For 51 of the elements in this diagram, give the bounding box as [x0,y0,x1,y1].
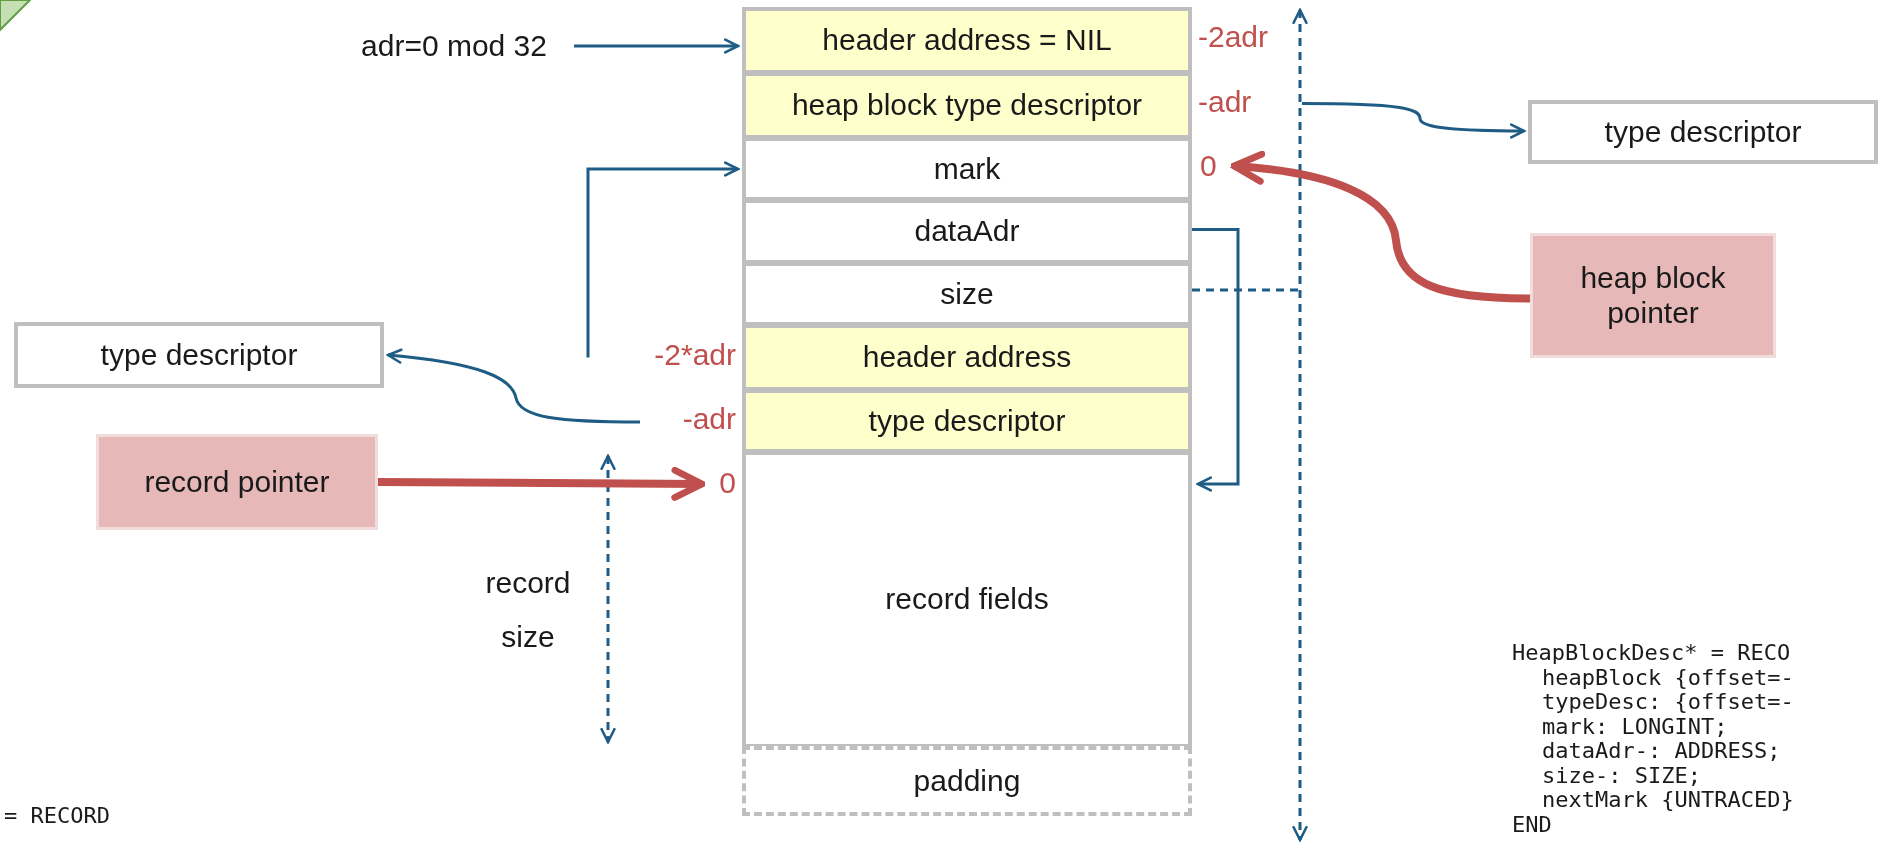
cell-text: record fields [884,582,1050,617]
cell-text: mark [932,151,1002,187]
offset-label: -adr [682,404,736,434]
arrow [386,348,640,424]
memory-cell [742,72,1192,139]
arrow [377,466,706,501]
arrow [586,161,740,358]
address-label: adr=0 mod 32 [336,24,572,68]
code-line: HeapBlockDesc* = RECO [1512,641,1791,665]
memory-cell [742,199,1192,264]
offset-label: -2adr [1198,22,1269,52]
code-line: mark: LONGINT; [1542,714,1728,739]
cell-text: record pointer [143,464,331,500]
cell-text: dataAdr [913,214,1021,249]
cell-text: type descriptor [99,337,299,373]
arrow [1192,228,1240,492]
memory-cell [742,137,1192,201]
arrow [1230,151,1531,303]
memory-cell [742,262,1192,326]
cell-text: header address [861,340,1073,375]
descriptor-box [14,322,384,388]
memory-cell [742,389,1192,453]
dimension-label: record size [484,565,572,655]
cell-text: type descriptor [867,403,1067,439]
cell-text: size [939,276,995,312]
cell-text: heap block pointer [1579,261,1727,330]
code-line: nextMark {UNTRACED} [1542,788,1794,812]
cell-text: heap block type descriptor [790,88,1144,123]
cell-text: type descriptor [1603,114,1803,150]
code-line: typeDesc: {offset=- [1542,690,1794,714]
arrow [1302,102,1526,139]
memory-cell [742,324,1192,391]
dashed-connector [1192,288,1298,292]
offset-label: -2*adr [654,340,736,370]
offset-label: 0 [719,468,736,498]
memory-cell [742,7,1192,74]
arrow [574,38,740,54]
code-line: = RECORD [4,804,110,828]
pointer-box [96,434,378,530]
padding-cell [742,746,1192,816]
offset-label: 0 [1200,151,1217,181]
code-line: dataAdr-: ADDRESS; [1542,739,1781,763]
code-line: heapBlock {offset=- [1542,665,1794,690]
descriptor-box [1528,100,1878,164]
code-line: END [1512,812,1552,837]
cell-text: header address = NIL [821,23,1113,58]
code-line: size-: SIZE; [1542,763,1701,788]
offset-label: -adr [1198,87,1252,117]
pointer-box [1530,233,1776,358]
cell-text: padding [912,763,1022,799]
memory-cell [742,451,1192,748]
